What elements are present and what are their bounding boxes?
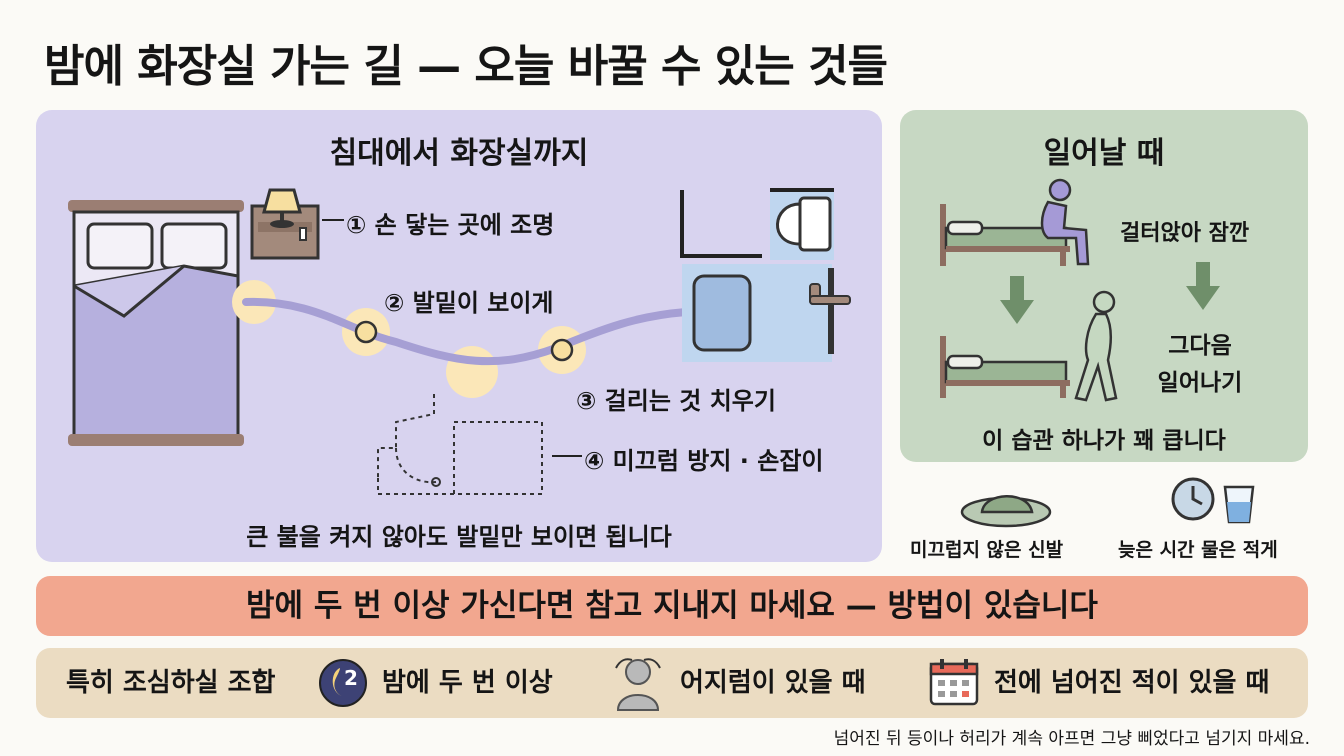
step2-label: ② 발밑이 보이게 (384, 289, 554, 317)
step3-label: ③ 걸리는 것 치우기 (576, 387, 776, 415)
footnote: 넘어진 뒤 등이나 허리가 계속 아프면 그냥 삐었다고 넘기지 마세요. (833, 729, 1310, 749)
step4-label: ④ 미끄럼 방지 · 손잡이 (584, 447, 824, 475)
step1-leader (322, 219, 344, 221)
lamp-icon (250, 188, 320, 260)
bathroom-illustration (680, 188, 851, 362)
water-glass-icon (1223, 485, 1255, 524)
night-path (232, 280, 690, 398)
arrow-down-icon (1186, 262, 1220, 310)
moon-badge: 2 (344, 666, 358, 690)
sitting-person-icon (940, 178, 1090, 266)
risk-heading: 특히 조심하실 조합 (66, 668, 276, 698)
moon-icon (319, 659, 367, 707)
bed-illustration (68, 200, 244, 446)
route-panel-heading: 침대에서 화장실까지 (329, 136, 589, 171)
risk-item-night: 밤에 두 번 이상 (382, 668, 553, 698)
risk-item-prior-fall: 전에 넘어진 적이 있을 때 (994, 668, 1270, 698)
calendar-icon (929, 659, 979, 706)
stand-step2-line2: 일어나기 (1157, 370, 1243, 396)
stand-panel-heading: 일어날 때 (1043, 136, 1165, 171)
risk-item-dizzy: 어지럼이 있을 때 (680, 668, 866, 698)
walking-person-icon (940, 290, 1118, 402)
dizzy-person-icon (615, 658, 661, 711)
slipper-label: 미끄럽지 않은 신발 (910, 539, 1064, 561)
slipper-icon (960, 495, 1052, 528)
water-label: 늦은 시간 물은 적게 (1118, 539, 1278, 561)
stand-step1: 걸터앉아 잠깐 (1120, 221, 1250, 246)
step1-label: ① 손 닿는 곳에 조명 (346, 211, 555, 239)
route-note: 큰 불을 켜지 않아도 발밑만 보이면 됩니다 (246, 523, 672, 551)
clock-icon (1171, 477, 1215, 521)
warning-banner: 밤에 두 번 이상 가신다면 참고 지내지 마세요 — 방법이 있습니다 (36, 576, 1308, 636)
page-title: 밤에 화장실 가는 길 — 오늘 바꿀 수 있는 것들 (44, 41, 888, 92)
risk-row (36, 648, 1308, 718)
arrow-down-icon (1000, 276, 1034, 324)
stand-panel (900, 110, 1308, 462)
stand-step2-line1: 그다음 (1168, 333, 1232, 359)
stand-note: 이 습관 하나가 꽤 큽니다 (982, 428, 1226, 454)
obstacle-outline (377, 394, 543, 495)
step4-leader (552, 455, 582, 457)
